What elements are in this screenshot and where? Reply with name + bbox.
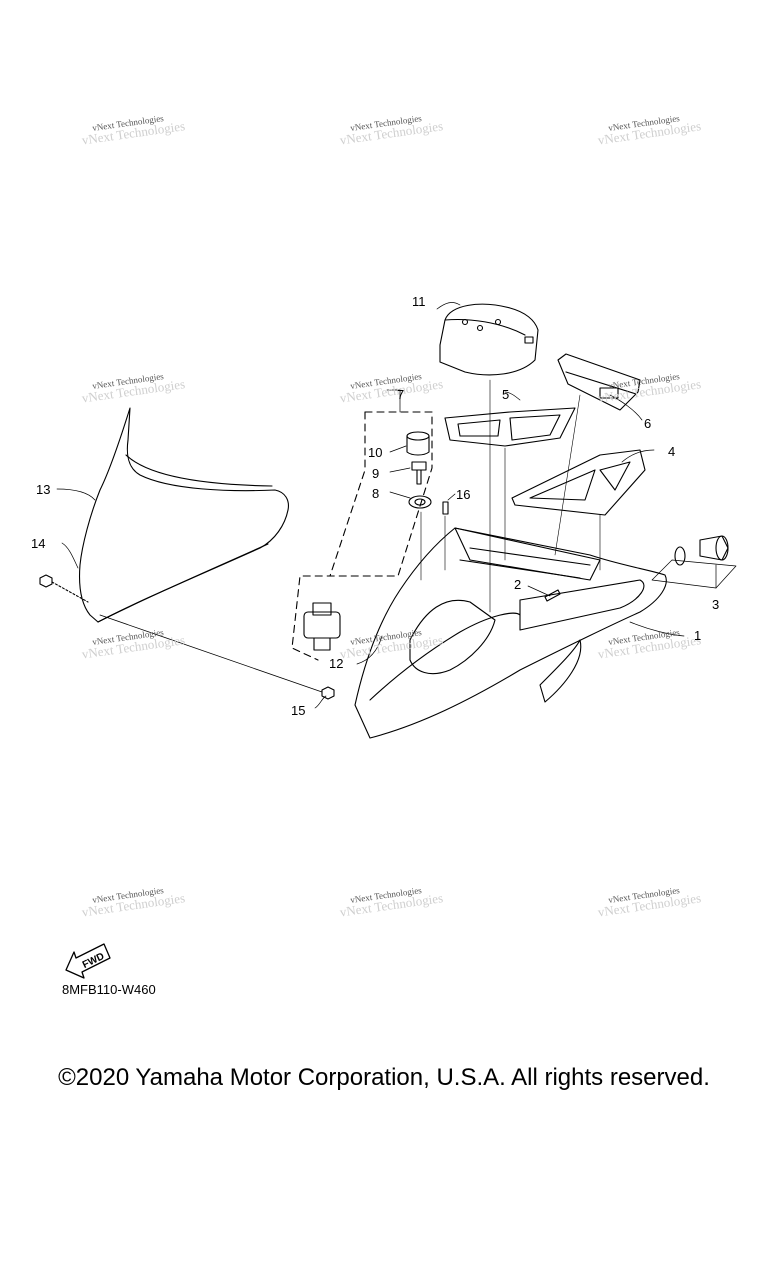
callout-15: 15 (291, 703, 306, 718)
callout-5: 5 (502, 387, 510, 402)
diagram-code: 8MFB110-W460 (62, 982, 156, 997)
group-box-7 (291, 411, 433, 661)
screw-part-2 (544, 589, 561, 602)
windshield-part (78, 407, 289, 623)
callout-6: 6 (644, 416, 652, 431)
callout-3: 3 (712, 597, 720, 612)
nut-part-14 (39, 574, 53, 588)
callout-14: 14 (31, 536, 46, 551)
callout-12: 12 (329, 656, 344, 671)
fwd-arrow-icon (65, 943, 111, 979)
callout-8: 8 (372, 486, 380, 501)
callout-1: 1 (694, 628, 702, 643)
panel-part-5 (444, 407, 576, 447)
callout-4: 4 (668, 444, 676, 459)
screw-part-16 (442, 501, 449, 515)
callout-2: 2 (514, 577, 522, 592)
cover-part (439, 303, 539, 376)
washer-part-8 (408, 495, 432, 509)
callout-7: 7 (397, 387, 405, 402)
nut-part-15 (321, 686, 335, 700)
cap-part-10 (406, 431, 430, 456)
callout-11: 11 (412, 294, 426, 309)
knob-part-3 (674, 535, 729, 566)
meter-part (557, 353, 641, 411)
callout-10: 10 (368, 445, 383, 460)
panel-part-4 (511, 449, 646, 516)
callout-13: 13 (36, 482, 51, 497)
callout-9: 9 (372, 466, 380, 481)
switch-part-12 (303, 602, 341, 651)
callout-16: 16 (456, 487, 471, 502)
key-part-9 (411, 461, 427, 485)
copyright-notice: ©2020 Yamaha Motor Corporation, U.S.A. A… (58, 1064, 710, 1091)
